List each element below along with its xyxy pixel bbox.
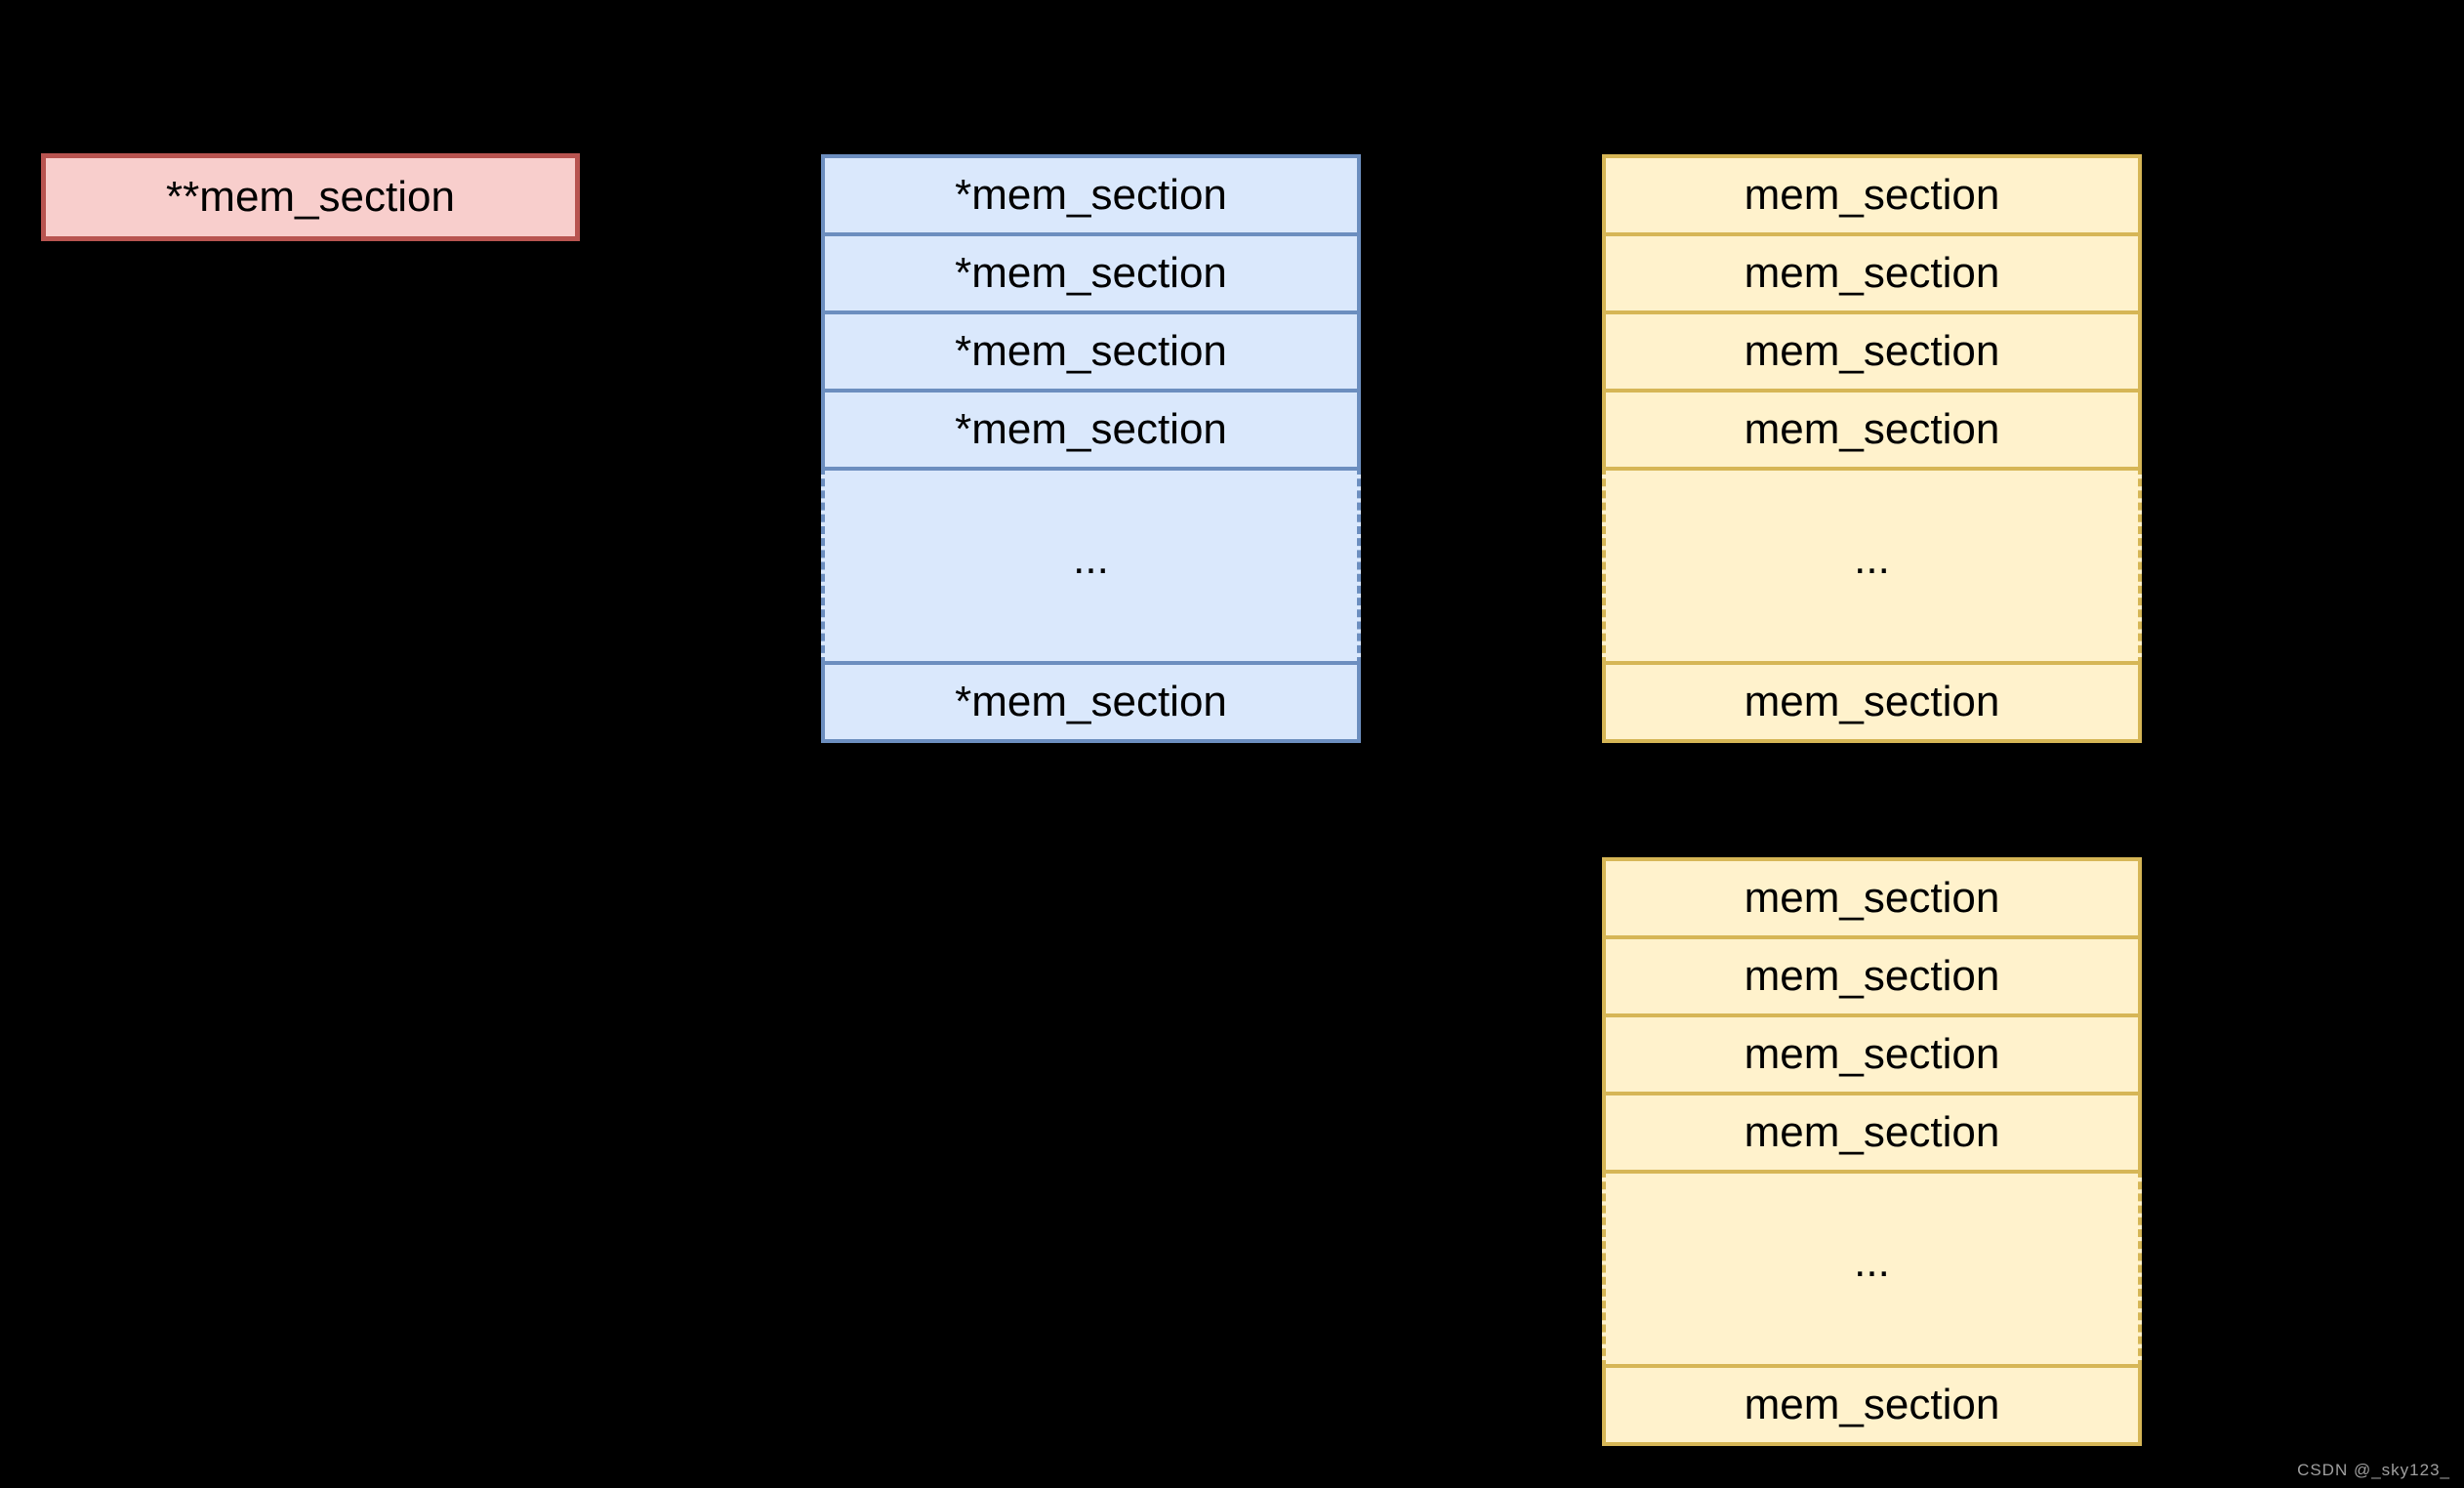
array-cell: *mem_section <box>821 389 1361 471</box>
array-cell: mem_section <box>1602 154 2142 236</box>
ellipsis-cell: ... <box>1602 1170 2142 1368</box>
array-cell-label: *mem_section <box>955 405 1227 453</box>
array-cell-label: *mem_section <box>955 171 1227 219</box>
ellipsis-label: ... <box>1073 534 1109 583</box>
ellipsis-cell: ... <box>1602 467 2142 665</box>
pointer-array-column: *mem_section *mem_section *mem_section *mem… <box>821 154 1361 743</box>
array-cell-label: *mem_section <box>955 249 1227 297</box>
section-array-column-top: mem_section mem_section mem_section mem_sec… <box>1602 154 2142 743</box>
array-cell-label: mem_section <box>1744 952 2000 1000</box>
watermark: CSDN @_sky123_ <box>2297 1461 2450 1479</box>
array-cell: mem_section <box>1602 1092 2142 1174</box>
array-cell: mem_section <box>1602 661 2142 743</box>
array-cell-label: mem_section <box>1744 1381 2000 1428</box>
section-array-column-bottom: mem_section mem_section mem_section mem_sec… <box>1602 857 2142 1446</box>
array-cell: mem_section <box>1602 935 2142 1017</box>
array-cell-label: *mem_section <box>955 327 1227 375</box>
array-cell: mem_section <box>1602 310 2142 393</box>
array-cell: mem_section <box>1602 1364 2142 1446</box>
array-cell: mem_section <box>1602 857 2142 939</box>
double-pointer-label: **mem_section <box>166 173 455 221</box>
array-cell-label: *mem_section <box>955 678 1227 725</box>
array-cell: *mem_section <box>821 232 1361 314</box>
ellipsis-label: ... <box>1854 1237 1890 1286</box>
array-cell: mem_section <box>1602 232 2142 314</box>
array-cell: mem_section <box>1602 389 2142 471</box>
double-pointer-box: **mem_section <box>41 153 580 241</box>
array-cell-label: mem_section <box>1744 678 2000 725</box>
array-cell-label: mem_section <box>1744 405 2000 453</box>
array-cell-label: mem_section <box>1744 249 2000 297</box>
array-cell-label: mem_section <box>1744 1030 2000 1078</box>
array-cell: *mem_section <box>821 310 1361 393</box>
array-cell: *mem_section <box>821 661 1361 743</box>
array-cell: mem_section <box>1602 1013 2142 1095</box>
array-cell-label: mem_section <box>1744 327 2000 375</box>
array-cell-label: mem_section <box>1744 1108 2000 1156</box>
ellipsis-cell: ... <box>821 467 1361 665</box>
array-cell-label: mem_section <box>1744 874 2000 922</box>
ellipsis-label: ... <box>1854 534 1890 583</box>
array-cell: *mem_section <box>821 154 1361 236</box>
array-cell-label: mem_section <box>1744 171 2000 219</box>
